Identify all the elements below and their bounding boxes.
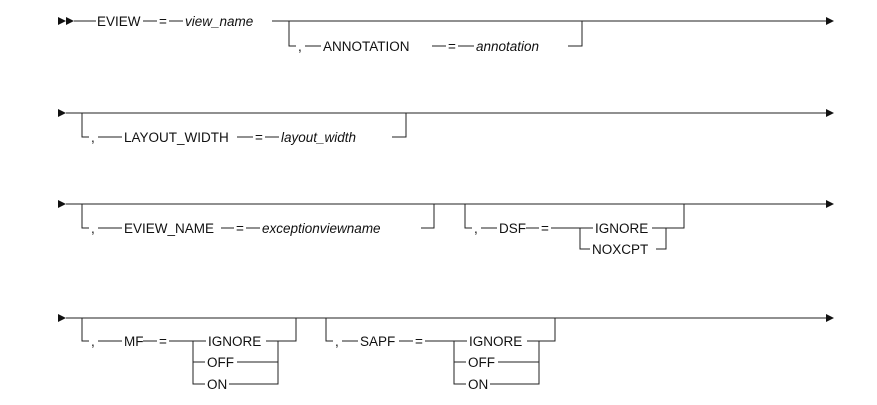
equals-sign: = — [236, 221, 244, 236]
choice-ignore: IGNORE — [469, 334, 522, 349]
end-arrow-icon — [826, 200, 834, 208]
comma: , — [91, 130, 95, 145]
comma: , — [91, 334, 95, 349]
comma: , — [91, 221, 95, 236]
variable-view-name: view_name — [185, 14, 253, 29]
row-2: , LAYOUT_WIDTH = layout_width — [58, 109, 834, 145]
variable-layout-width: layout_width — [281, 130, 356, 145]
keyword-layout-width: LAYOUT_WIDTH — [124, 130, 229, 145]
start-double-arrow-icon — [58, 17, 74, 25]
keyword-eview: EVIEW — [97, 14, 141, 29]
choice-noxcpt: NOXCPT — [592, 242, 648, 257]
equals-sign: = — [159, 334, 167, 349]
variable-annotation: annotation — [476, 39, 539, 54]
equals-sign: = — [415, 334, 423, 349]
choice-off: OFF — [468, 355, 495, 370]
keyword-annotation: ANNOTATION — [323, 39, 410, 54]
keyword-dsf: DSF — [499, 221, 526, 236]
choice-on: ON — [468, 377, 488, 392]
variable-exceptionviewname: exceptionviewname — [262, 221, 381, 236]
comma: , — [298, 39, 302, 54]
end-arrow-icon — [826, 314, 834, 322]
row-4: , MF = IGNORE OFF ON , SAPF = IGNORE OFF… — [58, 314, 834, 392]
choice-ignore: IGNORE — [595, 221, 648, 236]
continuation-arrow-icon — [58, 200, 66, 208]
keyword-mf: MF — [124, 334, 144, 349]
choice-ignore: IGNORE — [208, 334, 261, 349]
continuation-arrow-icon — [58, 314, 66, 322]
keyword-eview-name: EVIEW_NAME — [124, 221, 214, 236]
comma: , — [474, 221, 478, 236]
equals-sign: = — [255, 130, 263, 145]
choice-on: ON — [207, 377, 227, 392]
continuation-arrow-icon — [58, 109, 66, 117]
choice-off: OFF — [207, 355, 234, 370]
row-1: EVIEW = view_name , ANNOTATION = annotat… — [58, 14, 834, 54]
row-3: , EVIEW_NAME = exceptionviewname , DSF =… — [58, 200, 834, 257]
equals-sign: = — [448, 39, 456, 54]
equals-sign: = — [541, 221, 549, 236]
end-arrow-icon — [826, 109, 834, 117]
keyword-sapf: SAPF — [360, 334, 395, 349]
equals-sign: = — [159, 14, 167, 29]
continue-arrow-icon — [826, 17, 834, 25]
comma: , — [335, 334, 339, 349]
